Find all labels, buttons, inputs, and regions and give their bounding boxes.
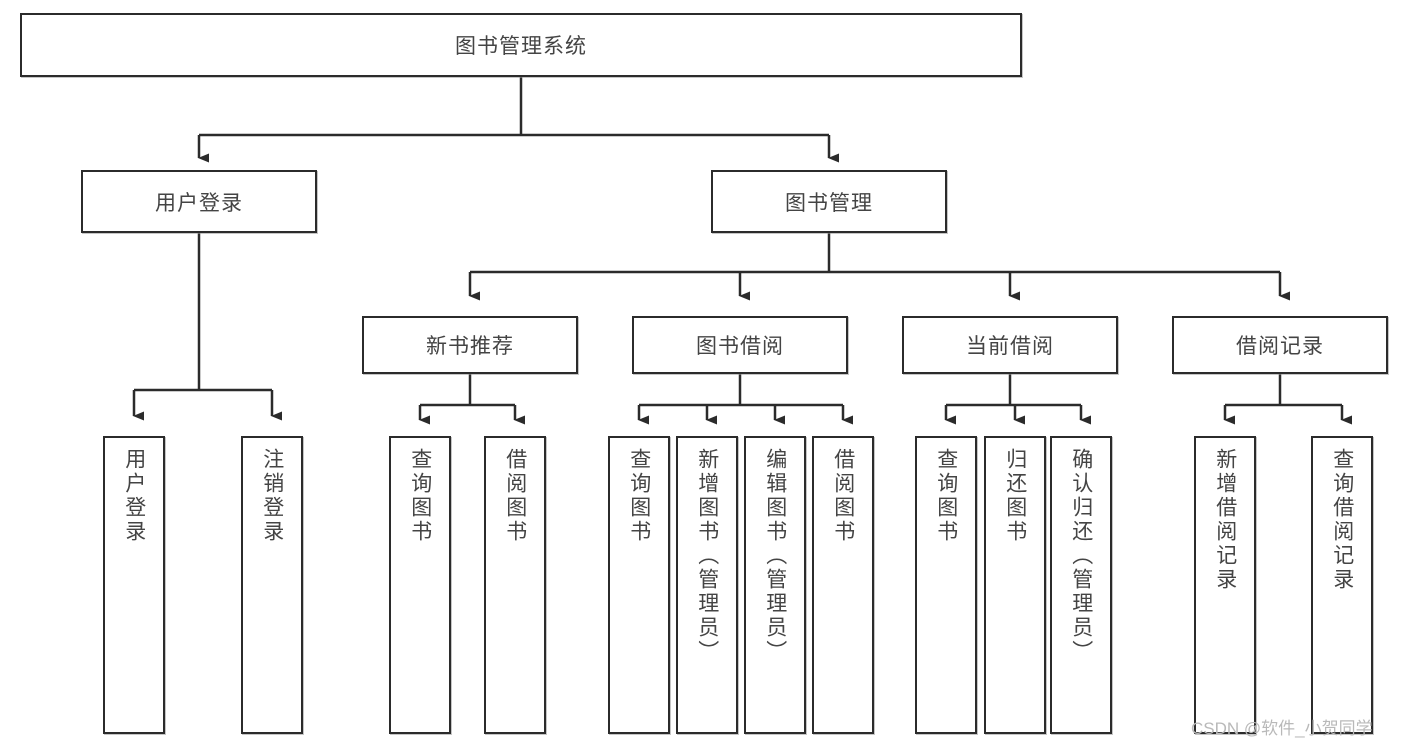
- node-leaf-borrow-query[interactable]: 查询图书: [608, 436, 670, 734]
- node-leaf-borrow-add-label: 新增图书（管理员）: [695, 448, 719, 664]
- node-current-borrow[interactable]: 当前借阅: [902, 316, 1118, 374]
- node-leaf-cur-confirm-label: 确认归还（管理员）: [1069, 448, 1093, 664]
- node-leaf-cur-query[interactable]: 查询图书: [915, 436, 977, 734]
- node-leaf-borrow-edit[interactable]: 编辑图书（管理员）: [744, 436, 806, 734]
- node-borrow-record-label: 借阅记录: [1236, 335, 1324, 358]
- node-root[interactable]: 图书管理系统: [20, 13, 1022, 77]
- node-leaf-user-logout[interactable]: 注销登录: [241, 436, 303, 734]
- node-leaf-borrow-query-label: 查询图书: [627, 448, 651, 544]
- node-leaf-rec-query-label: 查询图书: [408, 448, 432, 544]
- node-new-book-rec-label: 新书推荐: [426, 335, 514, 358]
- watermark: CSDN @软件_小贺同学: [1191, 719, 1373, 738]
- node-leaf-cur-confirm[interactable]: 确认归还（管理员）: [1050, 436, 1112, 734]
- node-new-book-rec[interactable]: 新书推荐: [362, 316, 578, 374]
- node-book-borrow-label: 图书借阅: [696, 335, 784, 358]
- node-book-borrow[interactable]: 图书借阅: [632, 316, 848, 374]
- node-leaf-cur-query-label: 查询图书: [934, 448, 958, 544]
- node-leaf-user-logout-label: 注销登录: [260, 448, 284, 544]
- node-current-borrow-label: 当前借阅: [966, 335, 1054, 358]
- node-leaf-user-login[interactable]: 用户登录: [103, 436, 165, 734]
- node-leaf-cur-return[interactable]: 归还图书: [984, 436, 1046, 734]
- node-leaf-record-query-label: 查询借阅记录: [1330, 448, 1354, 592]
- node-root-label: 图书管理系统: [455, 35, 587, 58]
- node-leaf-borrow-lend-label: 借阅图书: [831, 448, 855, 544]
- node-leaf-record-add-label: 新增借阅记录: [1213, 448, 1237, 592]
- node-leaf-record-add[interactable]: 新增借阅记录: [1194, 436, 1256, 734]
- node-leaf-borrow-add[interactable]: 新增图书（管理员）: [676, 436, 738, 734]
- node-borrow-record[interactable]: 借阅记录: [1172, 316, 1388, 374]
- node-user-login-label: 用户登录: [155, 191, 243, 215]
- node-book-manage[interactable]: 图书管理: [711, 170, 947, 233]
- node-leaf-borrow-edit-label: 编辑图书（管理员）: [763, 448, 787, 664]
- node-leaf-cur-return-label: 归还图书: [1003, 448, 1027, 544]
- node-leaf-borrow-lend[interactable]: 借阅图书: [812, 436, 874, 734]
- node-leaf-rec-query[interactable]: 查询图书: [389, 436, 451, 734]
- node-leaf-rec-borrow-label: 借阅图书: [503, 448, 527, 544]
- node-leaf-rec-borrow[interactable]: 借阅图书: [484, 436, 546, 734]
- node-leaf-record-query[interactable]: 查询借阅记录: [1311, 436, 1373, 734]
- node-book-manage-label: 图书管理: [785, 191, 873, 215]
- node-user-login[interactable]: 用户登录: [81, 170, 317, 233]
- node-leaf-user-login-label: 用户登录: [122, 448, 146, 544]
